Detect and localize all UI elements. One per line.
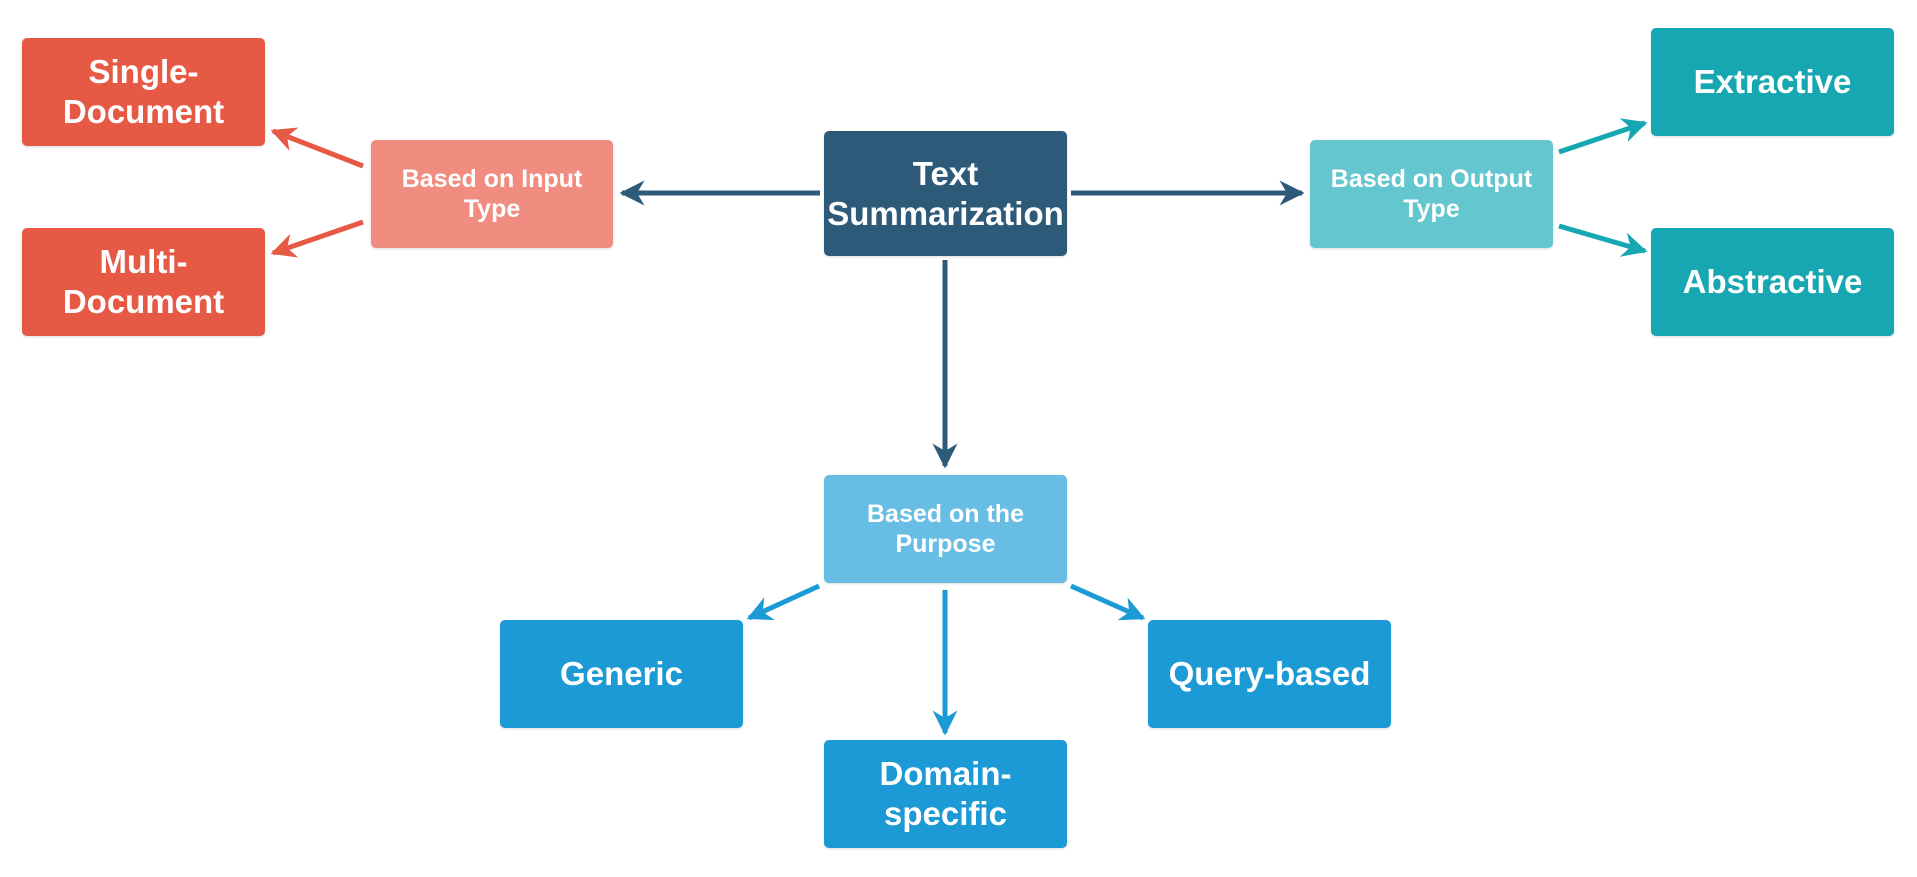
arrow-input-to-multi [270,219,364,258]
node-label-line: Type [463,195,521,223]
node-label-line: Purpose [895,530,996,558]
arrow-purpose-to-generic [746,583,821,621]
arrow-output-to-abstractive [1558,223,1648,257]
node-extractive: Extractive [1651,28,1894,136]
node-label-line: Type [1403,195,1460,223]
node-single-document: Single- Document [22,38,265,146]
node-text-summarization: Text Summarization [824,131,1067,256]
node-abstractive: Abstractive [1651,228,1894,336]
arrow-output-to-extractive [1558,118,1648,155]
node-label-line: Based on Output [1330,165,1533,193]
node-label-line: Based on the [867,500,1024,528]
node-label-line: Single- [88,53,199,91]
node-generic: Generic [500,620,743,728]
node-query-based: Query-based [1148,620,1391,728]
node-label-line: Domain- [879,755,1012,793]
node-based-on-output-type: Based on Output Type [1310,140,1553,248]
node-based-on-the-purpose: Based on the Purpose [824,475,1067,583]
arrow-purpose-to-query [1069,583,1146,621]
node-label-line: Summarization [827,194,1064,232]
node-label: Abstractive [1682,263,1863,301]
node-label-line: Document [62,283,225,320]
node-label-line: Based on Input [401,165,583,193]
node-label-line: Text [912,154,979,192]
node-label: Generic [560,655,683,693]
node-label: Query-based [1168,655,1371,693]
node-label-line: specific [884,795,1007,832]
node-multi-document: Multi- Document [22,228,265,336]
node-label-line: Multi- [99,243,188,281]
node-label: Extractive [1693,63,1852,101]
node-based-on-input-type: Based on Input Type [371,140,613,248]
node-label-line: Document [62,93,225,130]
arrow-input-to-single [270,127,364,169]
node-domain-specific: Domain- specific [824,740,1067,848]
